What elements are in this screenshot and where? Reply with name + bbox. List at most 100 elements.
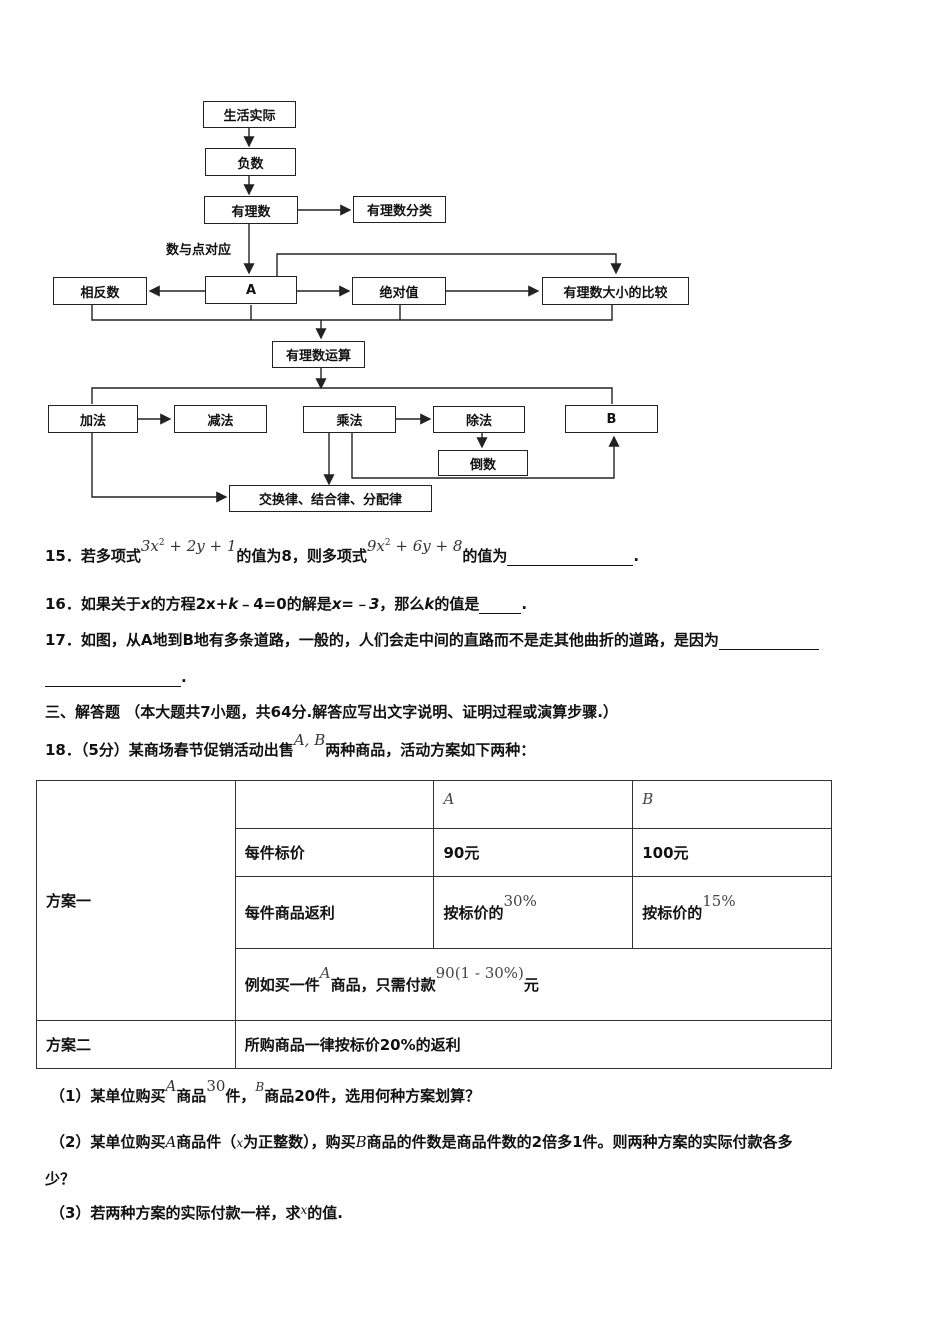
q16-var-k: k <box>424 595 435 613</box>
q16-eq-b: ﹣4=0 <box>238 595 287 613</box>
question-17: 17．如图，从A地到B地有多条道路，一般的，人们会走中间的直路而不是走其他曲折的… <box>45 629 819 650</box>
sub2-a: A <box>165 1133 177 1151</box>
q15-expr2: 9x2 + 6y + 8 <box>367 537 463 555</box>
q17-answer-blank-2[interactable] <box>45 668 181 687</box>
question-15: 15．若多项式3x2 + 2y + 1的值为8，则多项式9x2 + 6y + 8… <box>45 537 639 566</box>
sub3-part2: 的值. <box>307 1204 343 1222</box>
box-b: B <box>565 405 658 433</box>
cell-plan1: 方案一 <box>36 780 236 1021</box>
cell-row-rebate: 每件商品返利 <box>234 876 435 949</box>
q17-answer-blank-1[interactable] <box>718 631 819 650</box>
q18-ab: A, B <box>293 731 326 749</box>
cell-price-a: 90元 <box>433 828 634 877</box>
q15-expr2-exp: 2 <box>384 538 391 548</box>
sub1-count: 30 <box>206 1077 226 1095</box>
cell-price-b: 100元 <box>632 828 832 877</box>
sub1-part2: 商品 <box>176 1087 207 1105</box>
q16-answer-blank[interactable] <box>479 595 522 614</box>
cell-row-price: 每件标价 <box>234 828 435 877</box>
box-laws: 交换律、结合律、分配律 <box>229 485 432 512</box>
question-17-cont: . <box>45 668 187 687</box>
q15-expr1-rest: + 2y + 1 <box>164 537 237 555</box>
q18-suffix: 两种商品，活动方案如下两种： <box>325 741 536 759</box>
col-a-label: A <box>443 789 455 808</box>
cell-rebate-b: 按标价的15% <box>632 876 832 949</box>
section-3-heading: 三、解答题 （本大题共7小题，共64分.解答应写出文字说明、证明过程或演算步骤.… <box>45 703 618 721</box>
cell-empty <box>234 780 435 829</box>
box-life: 生活实际 <box>203 101 296 128</box>
q15-expr1-exp: 2 <box>158 538 165 548</box>
q15-suffix: 的值为 <box>462 547 508 565</box>
q16-end: . <box>521 595 528 613</box>
box-divide: 除法 <box>433 406 525 433</box>
rebate-b-prefix: 按标价的 <box>642 904 703 922</box>
q16-eq-a: 2x+ <box>195 595 229 613</box>
question-18: 18．（5分）某商场春节促销活动出售A, B两种商品，活动方案如下两种： <box>45 731 536 760</box>
box-negative: 负数 <box>205 148 296 176</box>
sub-question-3: （3）若两种方案的实际付款一样，求x的值. <box>50 1202 343 1223</box>
box-absolute: 绝对值 <box>352 277 446 305</box>
example-a: A <box>319 964 331 982</box>
sub1-part4: 商品20件，选用何种方案划算？ <box>264 1087 481 1105</box>
box-compare: 有理数大小的比较 <box>542 277 689 305</box>
sub2-x: x <box>236 1136 244 1150</box>
q16-part2: 的方程 <box>150 595 196 613</box>
box-classification: 有理数分类 <box>353 196 446 223</box>
box-operations: 有理数运算 <box>272 341 365 368</box>
rebate-a-value: 30% <box>503 892 537 910</box>
q16-part4: ，那么 <box>379 595 425 613</box>
box-add: 加法 <box>48 405 138 433</box>
table-row-example: 例如买一件A商品，只需付款90(1 - 30%)元 <box>37 948 833 1021</box>
example-unit: 元 <box>523 976 539 994</box>
col-b-label: B <box>642 789 654 808</box>
q16-var-x: x <box>140 595 151 613</box>
box-rational: 有理数 <box>204 196 298 224</box>
box-subtract: 减法 <box>174 405 267 433</box>
q17-end: . <box>181 668 187 686</box>
rebate-b-value: 15% <box>702 892 736 910</box>
table-row-price: 每件标价 90元 100元 <box>37 828 832 877</box>
sub-question-2: （2）某单位购买A商品件（x为正整数），购买B商品的件数是商品件数的2倍多1件。… <box>50 1131 793 1152</box>
sub1-a: A <box>165 1077 177 1095</box>
sub-question-1: （1）某单位购买A商品30件，B商品20件，选用何种方案划算？ <box>50 1077 481 1106</box>
q15-expr2-base: 9x <box>366 537 385 555</box>
cell-col-b: B <box>632 780 832 829</box>
q15-expr2-rest: + 6y + 8 <box>390 537 463 555</box>
cell-plan2-text: 所购商品一律按标价20%的返利 <box>234 1020 833 1069</box>
label-number-point: 数与点对应 <box>166 243 232 258</box>
q17-text: 17．如图，从A地到B地有多条道路，一般的，人们会走中间的直路而不是走其他曲折的… <box>45 631 719 649</box>
cell-plan2: 方案二 <box>36 1020 236 1069</box>
sub1-part3: 件， <box>225 1087 256 1105</box>
q18-prefix: 18．（5分）某商场春节促销活动出售 <box>45 741 294 759</box>
sub2-part1: （2）某单位购买 <box>50 1133 166 1151</box>
example-formula: 90(1 - 30%) <box>435 964 524 982</box>
sub3-part1: （3）若两种方案的实际付款一样，求 <box>50 1204 301 1222</box>
q15-expr1: 3x2 + 2y + 1 <box>141 537 237 555</box>
sub-question-2-cont: 少？ <box>45 1170 76 1188</box>
table-row-header: 方案一 A B <box>36 780 832 1021</box>
flowchart-connectors <box>91 128 622 503</box>
sub1-b: B <box>255 1080 265 1094</box>
question-16: 16．如果关于x的方程2x+k﹣4=0的解是x=﹣3，那么k的值是 . <box>45 593 527 614</box>
cell-col-a: A <box>433 780 634 829</box>
sub3-x: x <box>300 1203 308 1217</box>
cell-rebate-a: 按标价的30% <box>433 876 634 949</box>
plan-table: 方案一 A B 每件标价 90元 100元 每件商品返利 按标价的30% 按标价… <box>36 780 833 1069</box>
example-part1: 例如买一件 <box>244 976 320 994</box>
sub2-part2: 商品件（ <box>176 1133 237 1151</box>
box-opposite: 相反数 <box>53 277 147 305</box>
rebate-a-prefix: 按标价的 <box>443 904 504 922</box>
q16-part5: 的值是 <box>434 595 480 613</box>
q16-part3: 的解是 <box>286 595 332 613</box>
cell-example: 例如买一件A商品，只需付款90(1 - 30%)元 <box>234 948 833 1021</box>
box-reciprocal: 倒数 <box>438 450 528 476</box>
q15-expr1-base: 3x <box>140 537 159 555</box>
sub1-part1: （1）某单位购买 <box>50 1087 166 1105</box>
q15-answer-blank[interactable] <box>507 547 634 566</box>
q15-prefix: 15．若多项式 <box>45 547 141 565</box>
sub2-part3: 为正整数），购买 <box>243 1133 356 1151</box>
table-row-rebate: 每件商品返利 按标价的30% 按标价的15% <box>37 876 832 949</box>
sub2-b: B <box>355 1133 367 1151</box>
q16-part1: 16．如果关于 <box>45 595 141 613</box>
table-row-plan2: 方案二 所购商品一律按标价20%的返利 <box>36 1020 833 1069</box>
